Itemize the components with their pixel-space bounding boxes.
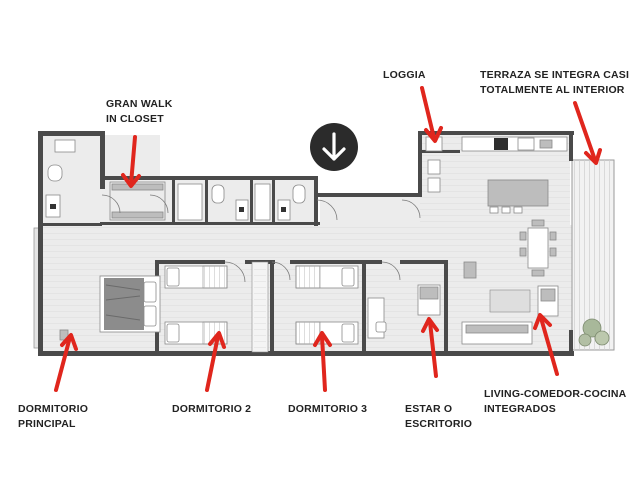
arrow-down-icon: [310, 123, 358, 171]
door-swings: [101, 194, 421, 283]
arrow-loggia: [420, 86, 443, 143]
terrace-plants: [578, 318, 610, 347]
arrow-living: [533, 313, 559, 376]
arrow-dormitorio-3: [313, 331, 332, 392]
dining-table: [519, 219, 557, 277]
label-terraza-line2: TOTALMENTE AL INTERIOR: [480, 84, 625, 96]
label-living-line2: INTEGRADOS: [484, 403, 556, 415]
master-bed: [59, 275, 161, 341]
arrow-estar: [421, 317, 439, 378]
walk-in-closet: [109, 181, 166, 221]
labels: GRAN WALK IN CLOSET LOGGIA TERRAZA SE IN…: [18, 69, 629, 430]
label-estar-line1: ESTAR O: [405, 403, 452, 415]
bedroom-3-beds: [295, 265, 359, 345]
bedroom-2-beds: [164, 261, 269, 353]
kitchen: [425, 136, 568, 214]
label-estar-line2: ESCRITORIO: [405, 418, 472, 430]
estar-furniture: [367, 284, 441, 339]
walls: [38, 131, 574, 356]
arrow-dormitorio-2: [205, 331, 226, 392]
label-loggia: LOGGIA: [383, 69, 426, 81]
label-living-line1: LIVING-COMEDOR-COCINA: [484, 388, 627, 400]
annotation-arrows: [54, 86, 602, 392]
label-gran-walk: GRAN WALK: [106, 98, 173, 110]
living-furniture: [461, 261, 559, 345]
arrow-gran-walk: [121, 135, 141, 188]
arrow-dormitorio-principal: [54, 333, 78, 392]
label-in-closet: IN CLOSET: [106, 113, 164, 125]
label-dormitorio-principal-line2: PRINCIPAL: [18, 418, 76, 430]
arrow-terraza: [573, 101, 602, 165]
terrace-deck: [571, 159, 615, 351]
bathroom-fixtures: [45, 139, 306, 221]
label-dormitorio-3: DORMITORIO 3: [288, 403, 367, 415]
label-dormitorio-2: DORMITORIO 2: [172, 403, 251, 415]
label-terraza-line1: TERRAZA SE INTEGRA CASI: [480, 69, 629, 81]
label-dormitorio-principal-line1: DORMITORIO: [18, 403, 88, 415]
